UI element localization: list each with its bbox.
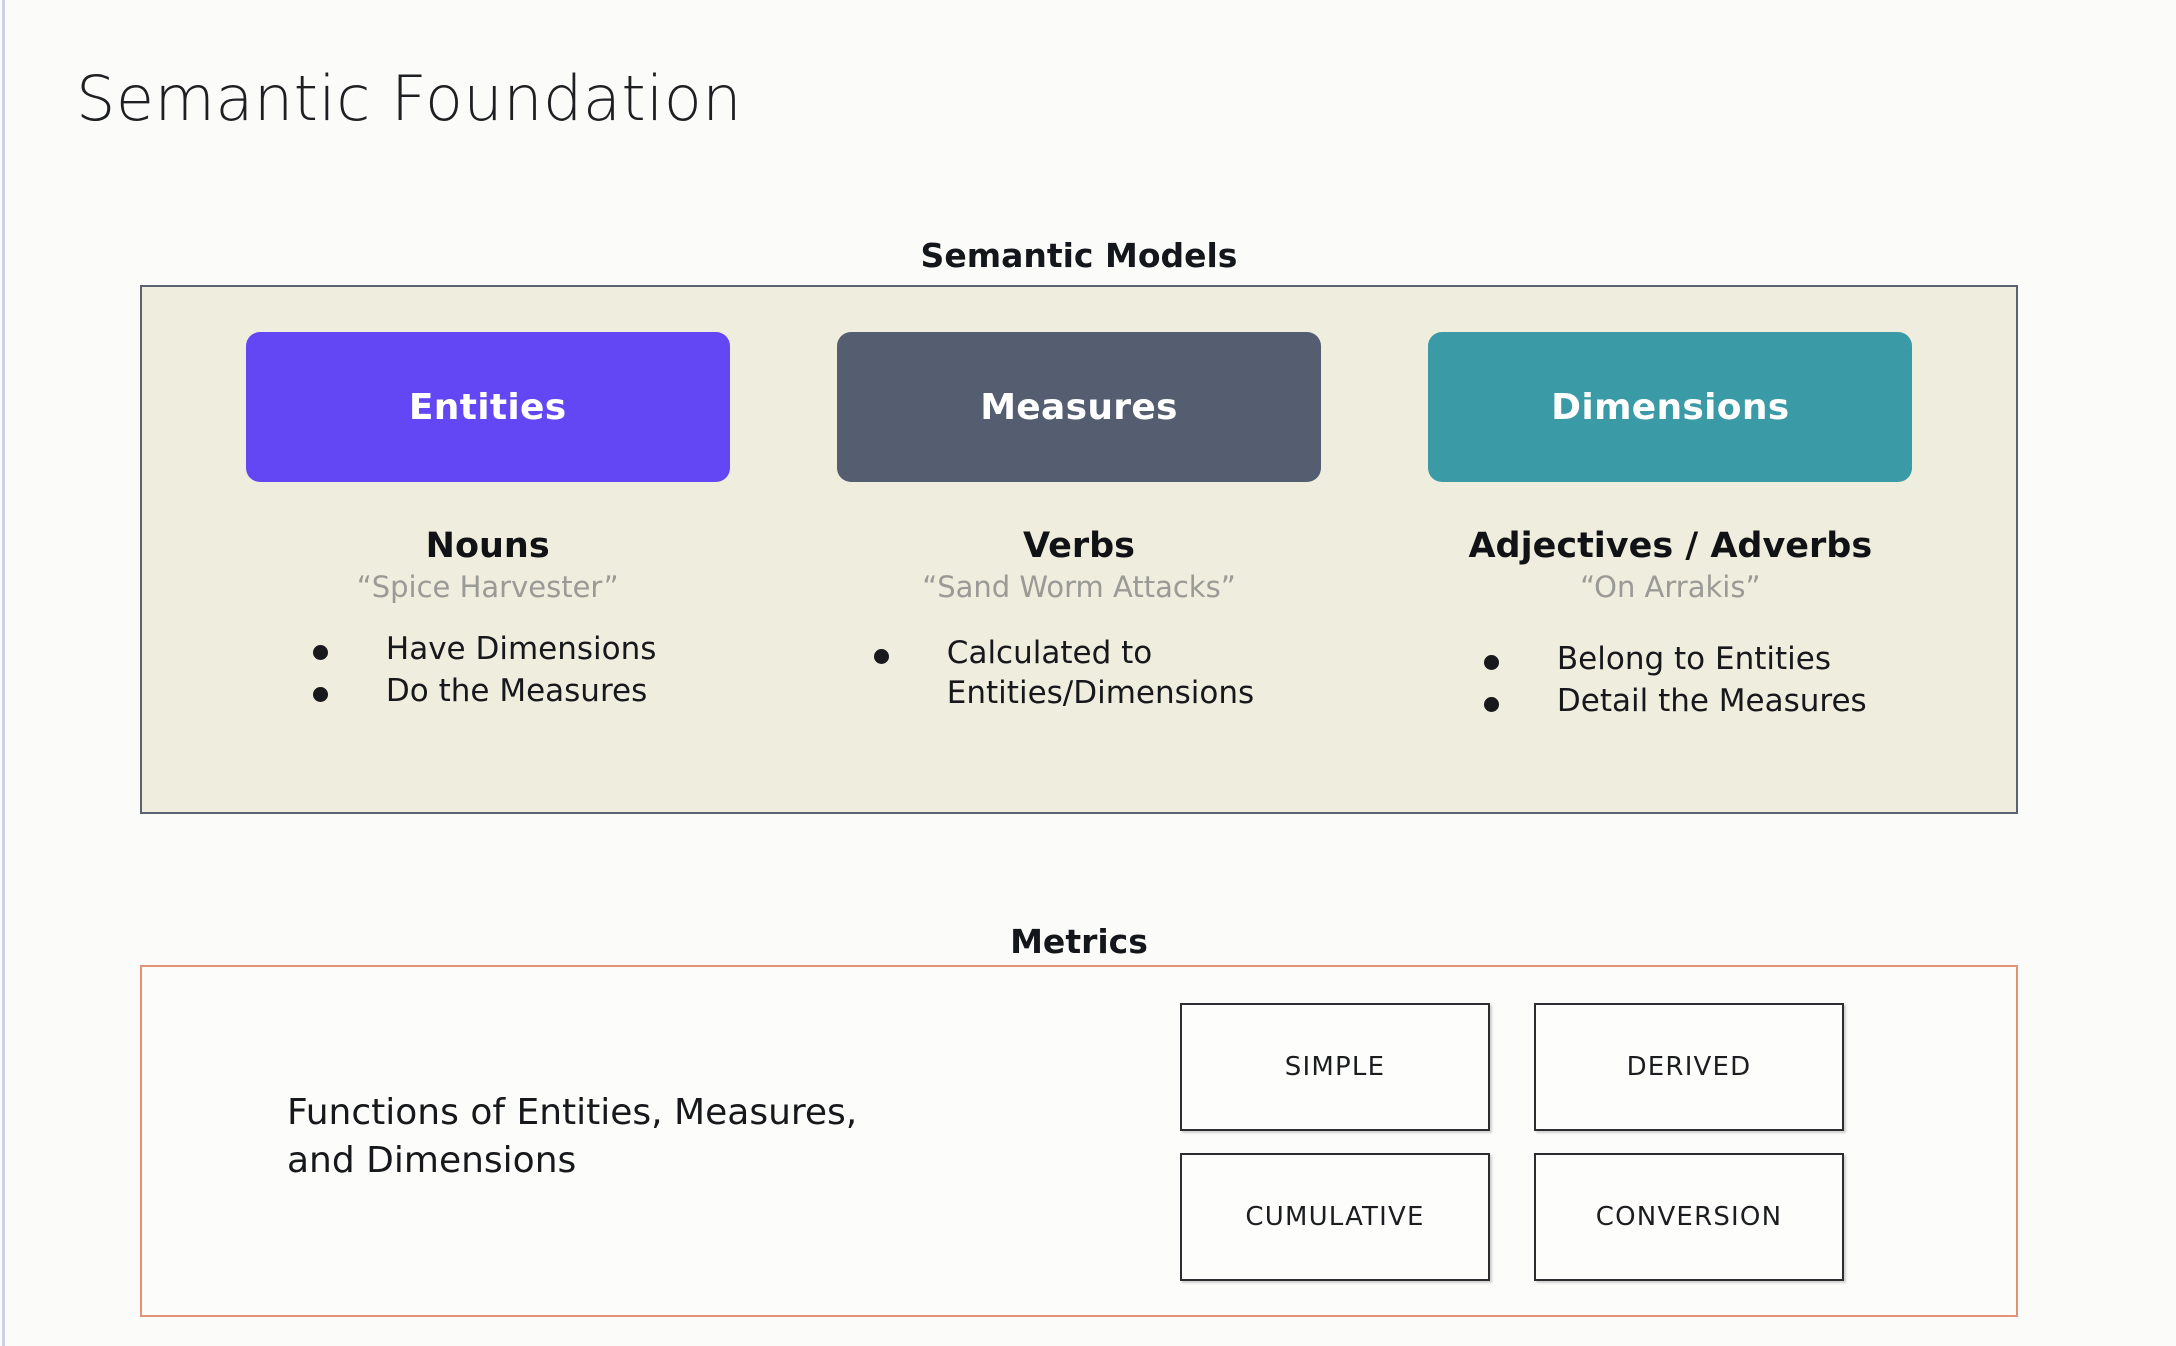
list-item: Have Dimensions bbox=[312, 630, 657, 670]
metric-type-derived[interactable]: DERIVED bbox=[1534, 1003, 1844, 1131]
entities-example: “Spice Harvester” bbox=[356, 570, 619, 604]
metric-type-grid: SIMPLE DERIVED CUMULATIVE CONVERSION bbox=[1180, 1003, 1844, 1281]
entities-part-of-speech: Nouns bbox=[425, 526, 550, 566]
list-item: Belong to Entities bbox=[1483, 640, 1867, 680]
metric-type-cumulative[interactable]: CUMULATIVE bbox=[1180, 1153, 1490, 1281]
measures-part-of-speech: Verbs bbox=[1022, 526, 1136, 566]
entities-bullet-list: Have Dimensions Do the Measures bbox=[312, 630, 657, 713]
metrics-heading: Metrics bbox=[1010, 922, 1148, 961]
metrics-panel: Functions of Entities, Measures, and Dim… bbox=[140, 965, 2018, 1317]
list-item: Do the Measures bbox=[312, 672, 657, 712]
semantic-models-columns: Entities Nouns “Spice Harvester” Have Di… bbox=[142, 287, 2016, 812]
semantic-model-column-measures: Measures Verbs “Sand Worm Attacks” Calcu… bbox=[783, 332, 1374, 812]
entities-bullet-1: Have Dimensions bbox=[385, 631, 657, 667]
list-item: Calculated to Entities/Dimensions bbox=[873, 634, 1255, 713]
measures-bullet-list: Calculated to Entities/Dimensions bbox=[873, 634, 1255, 715]
bullet-dot-icon bbox=[1483, 655, 1499, 670]
dimensions-chip[interactable]: Dimensions bbox=[1428, 332, 1913, 482]
entities-bullet-2: Do the Measures bbox=[385, 672, 648, 709]
entities-chip[interactable]: Entities bbox=[245, 332, 730, 482]
semantic-model-column-entities: Entities Nouns “Spice Harvester” Have Di… bbox=[192, 332, 783, 812]
dimensions-bullet-list: Belong to Entities Detail the Measures bbox=[1483, 640, 1867, 723]
bullet-dot-icon bbox=[312, 645, 328, 660]
measures-example: “Sand Worm Attacks” bbox=[922, 570, 1236, 604]
bullet-dot-icon bbox=[312, 686, 328, 702]
bullet-dot-icon bbox=[1483, 696, 1499, 712]
bullet-dot-icon bbox=[873, 649, 889, 664]
list-item: Detail the Measures bbox=[1483, 682, 1867, 722]
page-title: Semantic Foundation bbox=[76, 62, 743, 135]
measures-chip[interactable]: Measures bbox=[836, 332, 1321, 482]
dimensions-example: “On Arrakis” bbox=[1580, 570, 1761, 604]
metric-type-conversion[interactable]: CONVERSION bbox=[1534, 1153, 1844, 1281]
semantic-models-panel: Entities Nouns “Spice Harvester” Have Di… bbox=[140, 285, 2018, 814]
metrics-description: Functions of Entities, Measures, and Dim… bbox=[287, 1092, 858, 1181]
metric-type-simple[interactable]: SIMPLE bbox=[1180, 1003, 1490, 1131]
measures-bullet-1: Calculated to Entities/Dimensions bbox=[946, 635, 1255, 711]
semantic-model-column-dimensions: Dimensions Adjectives / Adverbs “On Arra… bbox=[1375, 332, 1966, 812]
dimensions-part-of-speech: Adjectives / Adverbs bbox=[1468, 526, 1873, 566]
dimensions-bullet-1: Belong to Entities bbox=[1556, 641, 1831, 677]
dimensions-bullet-2: Detail the Measures bbox=[1556, 682, 1867, 719]
semantic-models-heading: Semantic Models bbox=[920, 236, 1238, 275]
left-edge-rule bbox=[2, 0, 5, 1346]
